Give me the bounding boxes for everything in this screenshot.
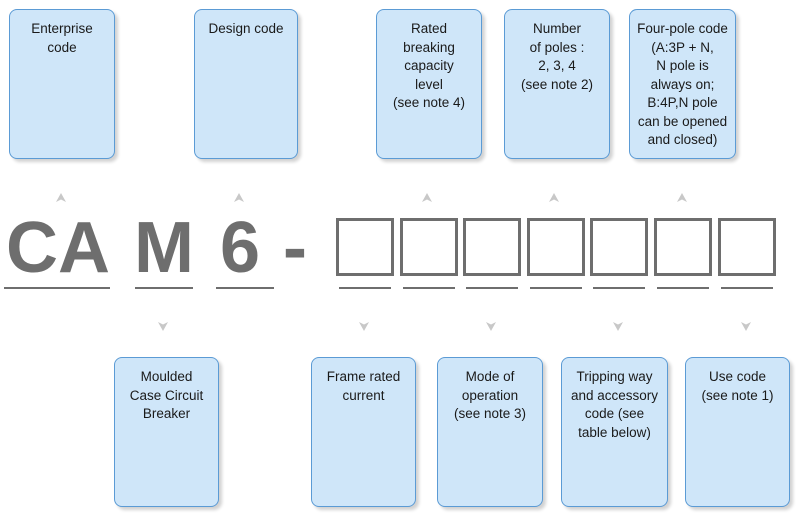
code-slot [718,218,776,276]
underline [135,287,193,289]
design-code-box: Design code [194,9,298,159]
underline [466,287,518,289]
code-letters-ca: CA [6,208,110,288]
code-slot [463,218,521,276]
enterprise-code-box: Enterprise code [9,9,115,159]
arrow-down-icon [741,322,751,331]
underline [403,287,455,289]
breaking-capacity-box: Rated breaking capacity level (see note … [376,9,482,159]
underline [593,287,645,289]
number-of-poles-box: Number of poles : 2, 3, 4 (see note 2) [504,9,610,159]
code-letter-m: M [134,208,194,288]
mode-of-operation-box: Mode of operation (see note 3) [437,357,543,507]
underline [657,287,709,289]
arrow-down-icon [158,322,168,331]
frame-rated-current-box: Frame rated current [311,357,416,507]
arrow-up-icon [234,193,244,202]
underline [721,287,773,289]
underline [4,287,110,289]
four-pole-code-box: Four-pole code (A:3P + N, N pole is alwa… [629,9,736,159]
underline [530,287,582,289]
arrow-up-icon [56,193,66,202]
underline [339,287,391,289]
arrow-up-icon [677,193,687,202]
arrow-up-icon [549,193,559,202]
arrow-down-icon [486,322,496,331]
code-slot [400,218,458,276]
arrow-down-icon [359,322,369,331]
arrow-up-icon [422,193,432,202]
code-slot [590,218,648,276]
arrow-down-icon [613,322,623,331]
code-slot [527,218,585,276]
mccb-box: Moulded Case Circuit Breaker [114,357,219,507]
code-slot [336,218,394,276]
code-dash: - [283,208,307,288]
tripping-way-box: Tripping way and accessory code (see tab… [561,357,668,507]
use-code-box: Use code (see note 1) [685,357,790,507]
underline [216,287,274,289]
code-digit-6: 6 [220,208,261,288]
code-slot [654,218,712,276]
